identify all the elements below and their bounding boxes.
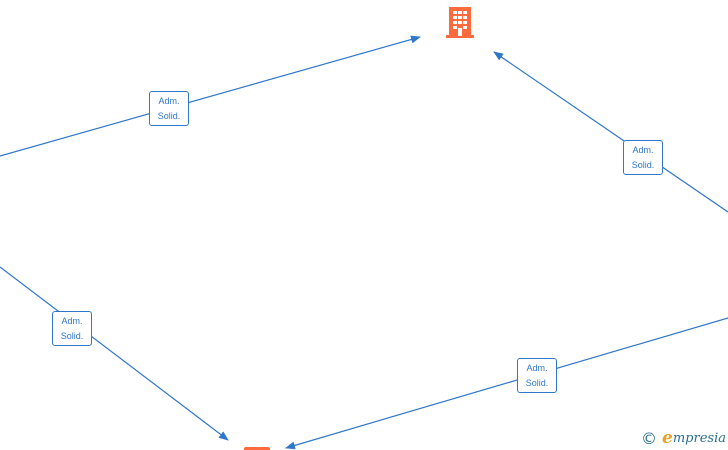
edge-label-line1: Adm.	[61, 316, 83, 326]
edge-label-adm-solid[interactable]: Adm. Solid.	[52, 311, 92, 346]
copyright-icon: ©	[641, 428, 658, 448]
edge-line-top-right	[493, 51, 728, 213]
brand-logo-text: mpresia	[672, 430, 726, 446]
edge-line-top-left	[0, 35, 421, 157]
brand-logo-letter: e	[662, 428, 673, 448]
edge-label-line1: Adm.	[526, 363, 548, 373]
edge-label-line2: Solid.	[157, 111, 181, 121]
edge-line-bottom-right	[285, 317, 728, 450]
edge-label-adm-solid[interactable]: Adm. Solid.	[517, 358, 557, 393]
edge-line-bottom-left	[0, 266, 229, 441]
edge-label-adm-solid[interactable]: Adm. Solid.	[623, 140, 663, 175]
edge-label-line1: Adm.	[632, 145, 654, 155]
building-icon[interactable]	[244, 447, 270, 450]
edge-label-line2: Solid.	[60, 331, 84, 341]
building-icon[interactable]	[444, 5, 476, 39]
edge-label-adm-solid[interactable]: Adm. Solid.	[149, 91, 189, 126]
edge-label-line1: Adm.	[158, 96, 180, 106]
edge-label-line2: Solid.	[631, 160, 655, 170]
edge-label-line2: Solid.	[525, 378, 549, 388]
empresia-watermark: © e mpresia	[641, 428, 726, 448]
